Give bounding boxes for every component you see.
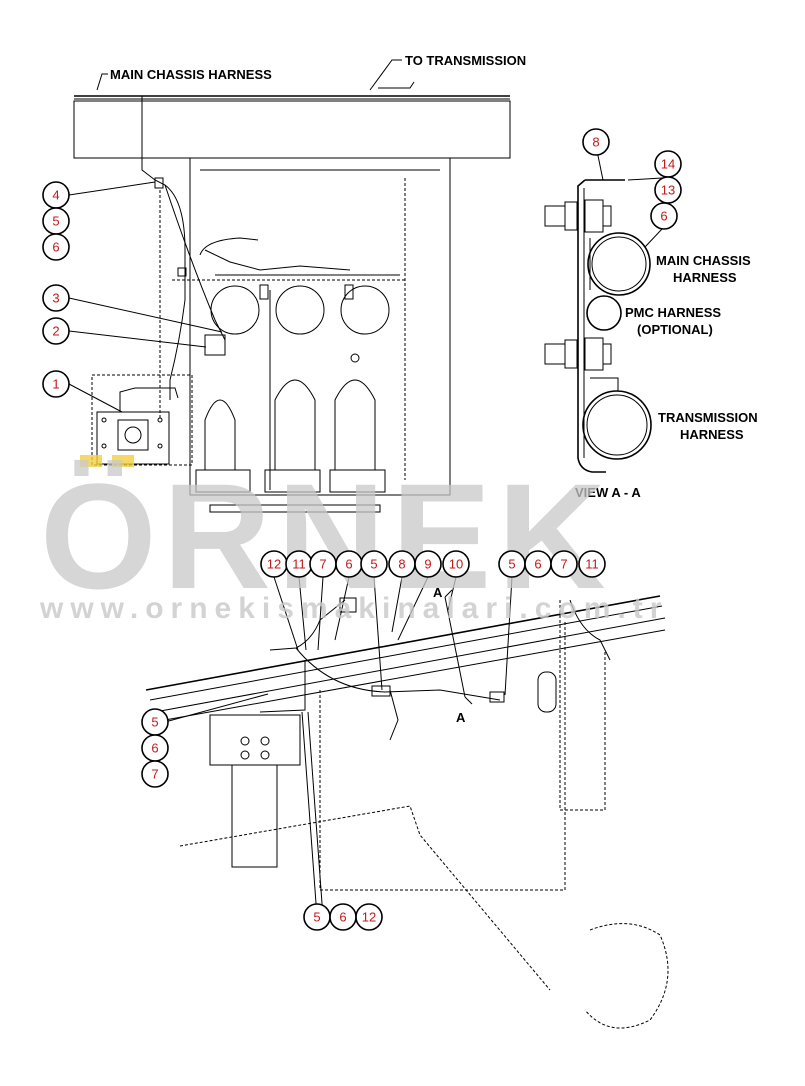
svg-text:5: 5 [370,557,377,572]
callouts-lower-top: 12 11 7 6 5 8 9 10 [260,550,470,578]
svg-text:6: 6 [660,209,667,224]
svg-text:6: 6 [151,741,158,756]
svg-text:5: 5 [151,715,158,730]
callout-bubble[interactable]: 7 [550,550,578,578]
callout-bubble[interactable]: 6 [650,202,678,230]
section-a-bottom-label: A [456,710,466,725]
svg-text:11: 11 [292,557,306,572]
transmission-harness-section [582,390,652,460]
svg-text:2: 2 [52,324,59,339]
callouts-view-aa: 8 14 13 6 [582,128,682,230]
svg-text:5: 5 [313,910,320,925]
callout-bubble[interactable]: 8 [388,550,416,578]
callout-bubble[interactable]: 10 [442,550,470,578]
svg-text:3: 3 [52,291,59,306]
svg-text:6: 6 [52,240,59,255]
svg-text:8: 8 [592,135,599,150]
callout-bubble[interactable]: 11 [285,550,313,578]
svg-text:5: 5 [52,214,59,229]
callout-bubble[interactable]: 6 [42,233,70,261]
port-2 [275,285,325,335]
view-aa-title: VIEW A - A [575,485,641,500]
svg-text:4: 4 [52,188,59,203]
callout-bubble[interactable]: 6 [335,550,363,578]
svg-text:6: 6 [339,910,346,925]
callout-bubble[interactable]: 5 [498,550,526,578]
callout-bubble[interactable]: 13 [654,176,682,204]
callout-bubble[interactable]: 1 [42,370,70,398]
callout-bubble[interactable]: 5 [303,903,331,931]
callout-bubble[interactable]: 2 [42,317,70,345]
svg-text:7: 7 [151,767,158,782]
svg-text:8: 8 [398,557,405,572]
callout-bubble[interactable]: 8 [582,128,610,156]
callout-bubble[interactable]: 6 [524,550,552,578]
svg-text:11: 11 [585,557,599,572]
view-transmission-line2: HARNESS [680,427,744,442]
callout-bubble[interactable]: 12 [260,550,288,578]
svg-text:12: 12 [267,557,281,572]
svg-text:5: 5 [508,557,515,572]
view-pmc-line2: (OPTIONAL) [637,322,713,337]
callouts-upper-left: 4 5 6 3 2 1 [42,181,70,398]
view-aa: MAIN CHASSIS HARNESS PMC HARNESS (OPTION… [544,145,758,500]
svg-text:10: 10 [449,557,463,572]
gearbox-body [189,158,451,496]
svg-text:14: 14 [661,157,675,172]
view-main-chassis-line2: HARNESS [673,270,737,285]
lower-view: A A [145,576,669,1029]
callout-bubble[interactable]: 9 [414,550,442,578]
callouts-lower-right: 5 6 7 11 [498,550,606,578]
view-transmission-line1: TRANSMISSION [658,410,758,425]
upper-view: MAIN CHASSIS HARNESS TO TRANSMISSION [68,53,526,513]
callout-bubble[interactable]: 12 [355,903,383,931]
callout-bubble[interactable]: 6 [141,734,169,762]
pmc-harness-section [586,295,622,331]
section-a-top-label: A [433,585,443,600]
port-3 [340,285,390,335]
view-main-chassis-line1: MAIN CHASSIS [656,253,751,268]
watermark-brand: ÖRNEK [40,452,612,620]
svg-text:6: 6 [345,557,352,572]
view-pmc-line1: PMC HARNESS [625,305,721,320]
svg-text:13: 13 [661,183,675,198]
to-transmission-label: TO TRANSMISSION [405,53,526,68]
svg-text:9: 9 [424,557,431,572]
callouts-lower-left: 5 6 7 [141,708,169,788]
watermark: ÖRNEK www.ornekismakinalari.com.tr [39,452,668,625]
callout-bubble[interactable]: 6 [329,903,357,931]
callout-bubble[interactable]: 7 [309,550,337,578]
svg-text:6: 6 [534,557,541,572]
watermark-url: www.ornekismakinalari.com.tr [39,592,668,625]
svg-text:7: 7 [560,557,567,572]
svg-text:7: 7 [319,557,326,572]
callout-bubble[interactable]: 7 [141,760,169,788]
callout-bubble[interactable]: 5 [360,550,388,578]
main-chassis-harness-section [587,232,651,296]
frame-rail [73,100,511,159]
main-chassis-harness-label: MAIN CHASSIS HARNESS [110,67,272,82]
callout-bubble[interactable]: 14 [654,150,682,178]
callout-bubble[interactable]: 3 [42,284,70,312]
transmission-block [209,714,301,766]
callout-bubble[interactable]: 5 [42,207,70,235]
callout-bubble[interactable]: 4 [42,181,70,209]
callout-bubble[interactable]: 11 [578,550,606,578]
svg-text:12: 12 [362,910,376,925]
svg-text:1: 1 [52,377,59,392]
watermark-accent [80,455,102,467]
callouts-lower-bottom: 5 6 12 [303,903,383,931]
callout-bubble[interactable]: 5 [141,708,169,736]
